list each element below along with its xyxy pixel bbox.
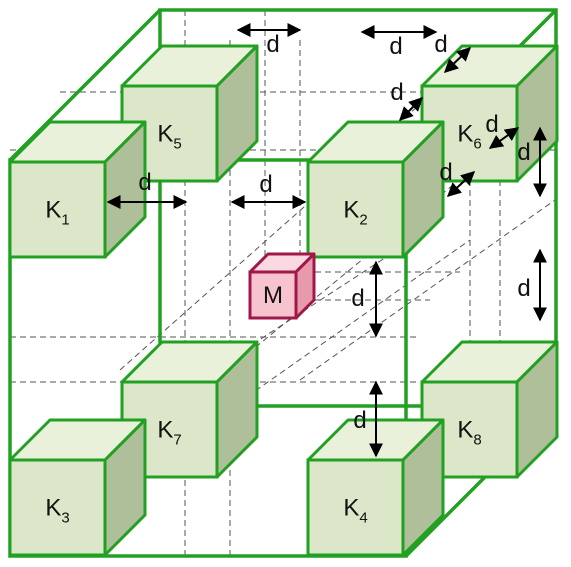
cube-k3: K3 bbox=[8, 418, 147, 557]
distance-label: d bbox=[351, 285, 364, 312]
cube-m: M bbox=[248, 252, 316, 320]
distance-arrow: d bbox=[353, 380, 383, 458]
cube-k8: K8 bbox=[420, 340, 559, 479]
distance-label: d bbox=[266, 31, 279, 58]
distance-label: d bbox=[517, 275, 530, 302]
distance-arrow: d bbox=[390, 79, 423, 121]
distance-arrow: d bbox=[236, 23, 302, 58]
cube-label: M bbox=[263, 282, 283, 309]
cube-k3-front-face bbox=[8, 458, 107, 557]
distance-arrow: d bbox=[434, 31, 472, 73]
cube-k4-front-face bbox=[306, 458, 405, 557]
cube-label: K7 bbox=[157, 417, 181, 449]
cube-label: K8 bbox=[457, 417, 481, 449]
distance-label: d bbox=[439, 159, 452, 186]
cube-label: K6 bbox=[457, 121, 481, 153]
cube-k1: K1 bbox=[8, 120, 147, 259]
distance-label: d bbox=[353, 407, 366, 434]
distance-arrow: d bbox=[351, 260, 383, 338]
distance-arrow: d bbox=[439, 159, 476, 197]
distance-arrow: d bbox=[360, 25, 438, 60]
double-arrow bbox=[446, 171, 476, 197]
distance-label: d bbox=[389, 33, 402, 60]
distance-label: d bbox=[434, 31, 447, 58]
cube-label: K5 bbox=[157, 121, 181, 153]
cube-k1-front-face bbox=[8, 160, 107, 259]
double-arrow bbox=[399, 97, 423, 121]
double-arrow bbox=[488, 127, 520, 149]
distance-arrow: d bbox=[106, 169, 188, 209]
distance-label: d bbox=[390, 79, 403, 106]
cube-k2-front-face bbox=[306, 160, 405, 259]
distance-label: d bbox=[259, 171, 272, 198]
cube-label: K3 bbox=[45, 495, 69, 527]
cube-label: K2 bbox=[343, 197, 367, 229]
distance-arrow: d bbox=[485, 111, 520, 149]
cube-label: K4 bbox=[343, 495, 367, 527]
distance-label: d bbox=[485, 111, 498, 138]
cube-label: K1 bbox=[45, 197, 69, 229]
cube-k4: K4 bbox=[306, 418, 445, 557]
distance-arrow: d bbox=[230, 171, 307, 209]
distance-arrow: d bbox=[517, 126, 547, 198]
distance-label: d bbox=[138, 169, 151, 196]
double-arrow bbox=[443, 47, 472, 73]
cube-k2: K2 bbox=[306, 120, 445, 259]
distance-label: d bbox=[517, 139, 530, 166]
cube-m-front-face bbox=[248, 270, 298, 320]
distance-arrow: d bbox=[517, 248, 547, 322]
